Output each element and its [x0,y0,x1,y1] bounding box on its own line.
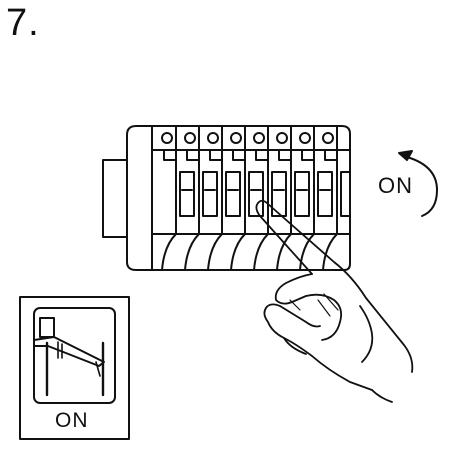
breaker-panel-icon [102,125,351,271]
switch-on-icon [19,296,130,440]
hand-icon [255,199,414,403]
inset-on-label: ON [55,409,89,432]
on-label: ON [378,173,413,198]
terminal-screws [161,132,334,144]
rotate-arrow-icon [398,150,438,217]
step-number: 7. [6,2,40,44]
toggle-switches [179,171,351,217]
